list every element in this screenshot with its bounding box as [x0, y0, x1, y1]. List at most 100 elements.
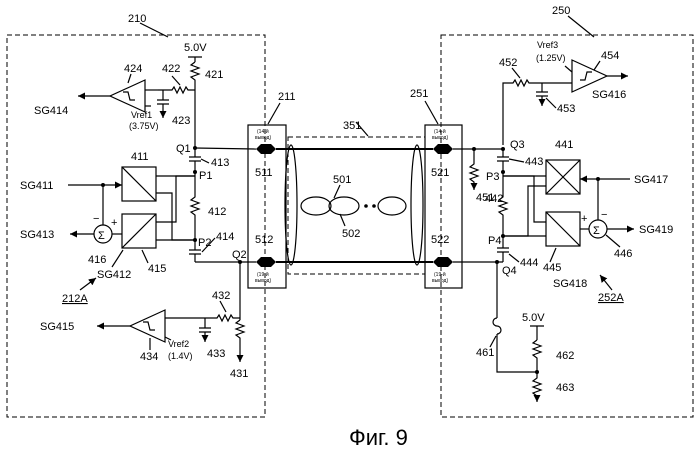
- vref2-name: Vref2: [168, 339, 189, 349]
- p1-label: P1: [199, 170, 212, 182]
- c413-label: 413: [211, 157, 229, 169]
- fuse461-leader: [490, 336, 496, 347]
- right-pin19-text2: вывод): [432, 278, 448, 284]
- cable-502-leader: [340, 214, 345, 226]
- cable-label: 351: [343, 120, 361, 132]
- sigma-symbol: Σ: [98, 230, 105, 242]
- r422-leader: [172, 76, 180, 85]
- circuit-212a-arrow: [80, 278, 96, 290]
- resistor-412: [191, 172, 199, 240]
- figure-caption: Фиг. 9: [349, 425, 408, 450]
- p2-label: P2: [198, 237, 211, 249]
- cable-end-right: [411, 145, 423, 265]
- r431-label: 431: [230, 368, 248, 380]
- resistor-421: [191, 62, 199, 148]
- comparator-424: [110, 80, 145, 112]
- left-supply-rail: [188, 57, 202, 62]
- resistor-432: [205, 315, 240, 321]
- circuit-252a-arrow: [600, 275, 612, 290]
- pin-522-label: 522: [431, 234, 449, 246]
- right-unit-leader: [568, 16, 594, 37]
- left-unit-box: [7, 35, 265, 417]
- buf441-label: 441: [555, 139, 573, 151]
- sig417-label: SG417: [634, 174, 668, 186]
- c444-label: 444: [520, 257, 538, 269]
- capacitor-453: [536, 83, 548, 106]
- sig412-leader: [112, 250, 123, 267]
- left-pin19-text2: вывод): [255, 278, 271, 284]
- sum416-label: 416: [88, 254, 106, 266]
- p4-to-driver: [503, 186, 546, 236]
- receiver-415-diag: [122, 214, 156, 248]
- q1-line: [195, 148, 256, 149]
- sig413-label: SG413: [20, 229, 54, 241]
- wire-loop-3: [378, 197, 406, 215]
- pin-512: [256, 257, 276, 267]
- p1-to-receiver: [156, 176, 195, 222]
- capacitor-443: [497, 149, 509, 172]
- circuit-252a-label: 252A: [598, 292, 624, 304]
- right-supply-rail: [530, 326, 544, 340]
- c433-label: 433: [207, 348, 225, 360]
- buf445-leader: [550, 248, 556, 262]
- capacitor-433: [199, 318, 211, 342]
- left-unit-label: 210: [128, 13, 146, 25]
- right-pin14-text1: (14-й: [434, 128, 446, 135]
- pin-512-label: 512: [255, 234, 273, 246]
- resistor-463: [533, 372, 541, 402]
- c414-label: 414: [216, 231, 234, 243]
- cable-501-leader: [334, 185, 340, 198]
- left-connector-label: 211: [278, 91, 296, 103]
- buf445-label: 445: [543, 262, 561, 274]
- hysteresis-icon: [143, 322, 155, 330]
- r452-leader: [512, 68, 520, 78]
- p3-to-receiver: [503, 176, 546, 222]
- r463-label: 463: [556, 382, 574, 394]
- pin-521: [433, 144, 453, 154]
- resistor-431: [236, 320, 244, 362]
- fuse461-label: 461: [476, 347, 494, 359]
- sig416-label: SG416: [592, 89, 626, 101]
- c443-leader: [509, 159, 524, 162]
- comparator-434: [130, 310, 165, 342]
- sig411-label: SG411: [20, 180, 53, 192]
- q4-label: Q4: [502, 265, 517, 277]
- resistor-451: [470, 149, 478, 190]
- left-connector-leader: [268, 103, 280, 124]
- vref2-value: (1.4V): [168, 351, 193, 361]
- left-pin14-text1: (14-й: [257, 128, 269, 135]
- plus-sign: +: [581, 213, 587, 225]
- vref1-value: (3.75V): [129, 121, 159, 131]
- cable-box: [288, 137, 425, 274]
- vref1-name: Vref1: [131, 110, 152, 120]
- buf415-leader: [142, 250, 148, 263]
- comp424-label: 424: [124, 63, 142, 75]
- c453-label: 453: [557, 103, 575, 115]
- plus-sign: +: [111, 217, 117, 229]
- pin-521-label: 521: [431, 167, 449, 179]
- hysteresis-icon: [123, 92, 135, 100]
- vref3-line: [565, 66, 572, 72]
- vref3-value: (1.25V): [536, 53, 566, 63]
- c413-leader: [201, 159, 209, 163]
- right-pin19-text1: (19-й: [434, 271, 446, 278]
- c423-label: 423: [172, 115, 190, 127]
- capacitor-423: [157, 90, 169, 112]
- sum446-leader: [606, 235, 620, 247]
- right-supply-label: 5.0V: [522, 312, 545, 324]
- pin-511-label: 511: [255, 167, 273, 179]
- cable-502-label: 502: [342, 228, 360, 240]
- sig415-label: SG415: [40, 321, 74, 333]
- q3-label: Q3: [510, 139, 525, 151]
- comparator-454: [572, 60, 607, 92]
- ellipsis-dot: [372, 204, 376, 208]
- pin-511: [256, 144, 276, 154]
- buf411-label: 411: [131, 151, 149, 163]
- sig414-label: SG414: [34, 105, 68, 117]
- r442-label: 442: [485, 193, 503, 205]
- r452-label: 452: [499, 57, 517, 69]
- fuse-to-divider: [497, 334, 537, 372]
- sig412-label: SG412: [97, 269, 131, 281]
- right-connector-label: 251: [410, 88, 428, 100]
- minus-sign: −: [601, 209, 607, 221]
